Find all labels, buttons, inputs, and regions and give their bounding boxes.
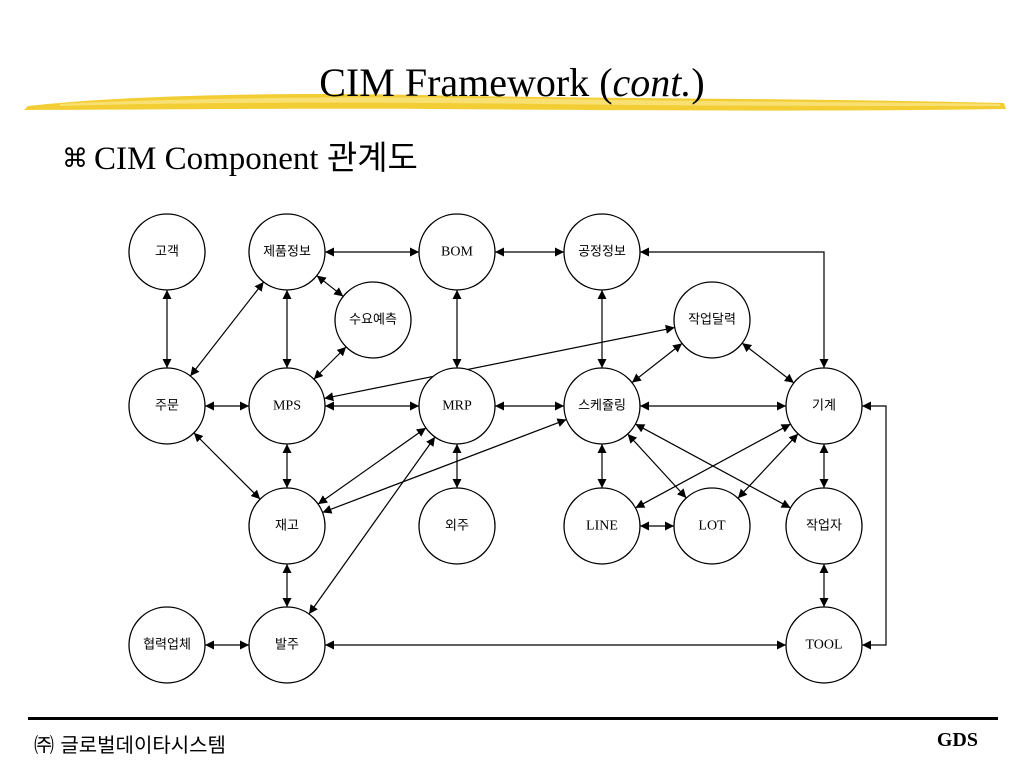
- node-circle: [128, 606, 206, 684]
- edge-mrp-inventory: [317, 427, 427, 505]
- node-label: 외주: [445, 519, 469, 534]
- node-label: 기계: [812, 399, 836, 414]
- edge-work_calendar-scheduling: [631, 342, 683, 384]
- node-label: 주문: [155, 399, 179, 414]
- node-circle: [785, 487, 863, 565]
- node-mps: MPS: [248, 367, 326, 445]
- command-bullet-icon: ⌘: [62, 144, 88, 174]
- edge-scheduling-lot: [627, 433, 687, 499]
- node-customer: 고객: [128, 213, 206, 291]
- node-circle: [418, 367, 496, 445]
- node-bom: BOM: [418, 213, 496, 291]
- edge-order-inventory: [193, 432, 261, 500]
- node-circle: [418, 487, 496, 565]
- node-circle: [128, 367, 206, 445]
- slide-title: CIM Framework (cont.): [0, 58, 1024, 108]
- node-work-calendar: 작업달력: [673, 281, 751, 359]
- node-circle: [248, 213, 326, 291]
- node-circle: [673, 487, 751, 565]
- footer-company-abbr: GDS: [936, 729, 978, 751]
- node-circle: [248, 487, 326, 565]
- edge-mps-work_calendar: [324, 324, 675, 402]
- node-outsourcing: 외주: [418, 487, 496, 565]
- node-label: BOM: [441, 245, 473, 260]
- node-label: 작업자: [806, 519, 842, 534]
- edge-product_info-order: [189, 281, 265, 377]
- node-lot: LOT: [673, 487, 751, 565]
- node-tool: TOOL: [785, 606, 863, 684]
- node-label: 제품정보: [263, 245, 311, 260]
- title-main: CIM Framework (: [319, 60, 613, 105]
- node-label: MRP: [442, 399, 472, 414]
- edge-machine-lot: [737, 433, 799, 499]
- node-label: 협력업체: [143, 638, 191, 653]
- node-purchase: 발주: [248, 606, 326, 684]
- edge-mrp-purchase: [308, 436, 436, 615]
- node-circle: [418, 213, 496, 291]
- node-product-info: 제품정보: [248, 213, 326, 291]
- edge-process_info-machine: [640, 247, 829, 368]
- node-label: 작업달력: [688, 313, 736, 328]
- node-supplier: 협력업체: [128, 606, 206, 684]
- node-process-info: 공정정보: [563, 213, 641, 291]
- node-demand-forecast: 수요예측: [334, 281, 412, 359]
- node-order: 주문: [128, 367, 206, 445]
- node-machine: 기계: [785, 367, 863, 445]
- node-scheduling: 스케쥴링: [563, 367, 641, 445]
- node-circle: [248, 367, 326, 445]
- footer-company-name: ㈜ 글로벌데이타시스템: [34, 733, 226, 757]
- node-circle: [248, 606, 326, 684]
- diagram-edges: [162, 247, 887, 650]
- node-circle: [785, 367, 863, 445]
- node-worker: 작업자: [785, 487, 863, 565]
- edge-product_info-demand_forecast: [316, 275, 344, 297]
- node-circle: [334, 281, 412, 359]
- node-circle: [673, 281, 751, 359]
- node-label: TOOL: [805, 638, 842, 653]
- title-underline-brush: [24, 94, 1006, 111]
- node-inventory: 재고: [248, 487, 326, 565]
- node-label: 발주: [275, 638, 299, 653]
- edge-tool-machine: [862, 401, 887, 650]
- node-circle: [563, 487, 641, 565]
- node-label: MPS: [273, 399, 301, 414]
- node-label: 재고: [275, 519, 299, 534]
- title-close: ): [691, 60, 705, 105]
- node-label: 공정정보: [578, 245, 626, 260]
- node-label: 수요예측: [349, 313, 397, 328]
- edge-demand_forecast-mps: [313, 346, 347, 380]
- node-label: 고객: [155, 245, 179, 260]
- section-heading: ⌘CIM Component 관계도: [62, 137, 418, 181]
- brush-stroke-highlight: [60, 97, 1000, 106]
- edge-work_calendar-machine: [741, 342, 795, 384]
- node-label: 스케쥴링: [578, 399, 626, 414]
- node-circle: [785, 606, 863, 684]
- section-heading-text: CIM Component 관계도: [94, 141, 418, 177]
- node-label: LINE: [586, 519, 618, 534]
- node-circle: [128, 213, 206, 291]
- node-line: LINE: [563, 487, 641, 565]
- node-mrp: MRP: [418, 367, 496, 445]
- title-italic: cont.: [612, 60, 692, 105]
- footer-divider: [28, 717, 998, 720]
- node-circle: [563, 213, 641, 291]
- node-circle: [563, 367, 641, 445]
- node-label: LOT: [698, 519, 726, 534]
